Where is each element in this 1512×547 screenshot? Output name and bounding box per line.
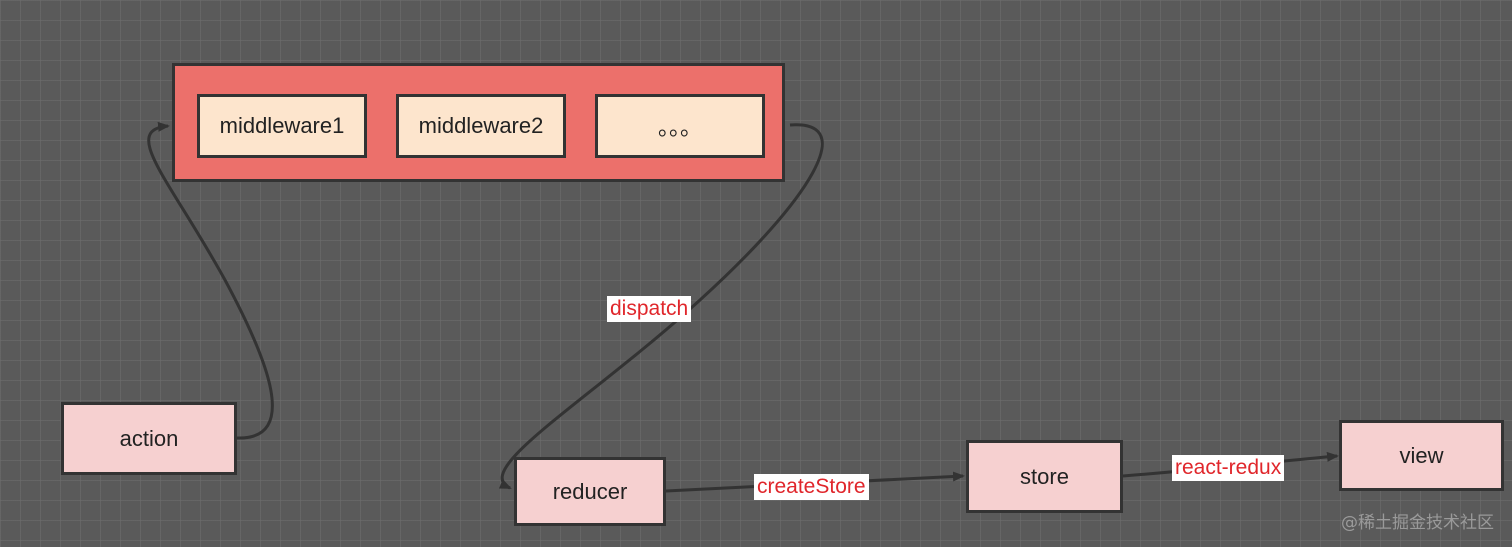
createStore-label: createStore bbox=[754, 474, 869, 500]
middleware2-node[interactable]: middleware2 bbox=[396, 94, 566, 158]
watermark: @稀土掘金技术社区 bbox=[1341, 513, 1494, 533]
middleware-group: middleware1 middleware2 。。。 bbox=[172, 63, 785, 182]
edge-dispatch bbox=[498, 123, 824, 490]
react-redux-label: react-redux bbox=[1172, 455, 1285, 481]
action-node[interactable]: action bbox=[61, 402, 237, 475]
dispatch-label: dispatch bbox=[607, 296, 692, 322]
middleware1-node[interactable]: middleware1 bbox=[197, 94, 367, 158]
edge-action-to-middleware bbox=[147, 121, 274, 440]
reducer-node[interactable]: reducer bbox=[514, 457, 666, 526]
more-middleware-node[interactable]: 。。。 bbox=[595, 94, 765, 158]
store-node[interactable]: store bbox=[966, 440, 1123, 513]
view-node[interactable]: view bbox=[1339, 420, 1504, 491]
